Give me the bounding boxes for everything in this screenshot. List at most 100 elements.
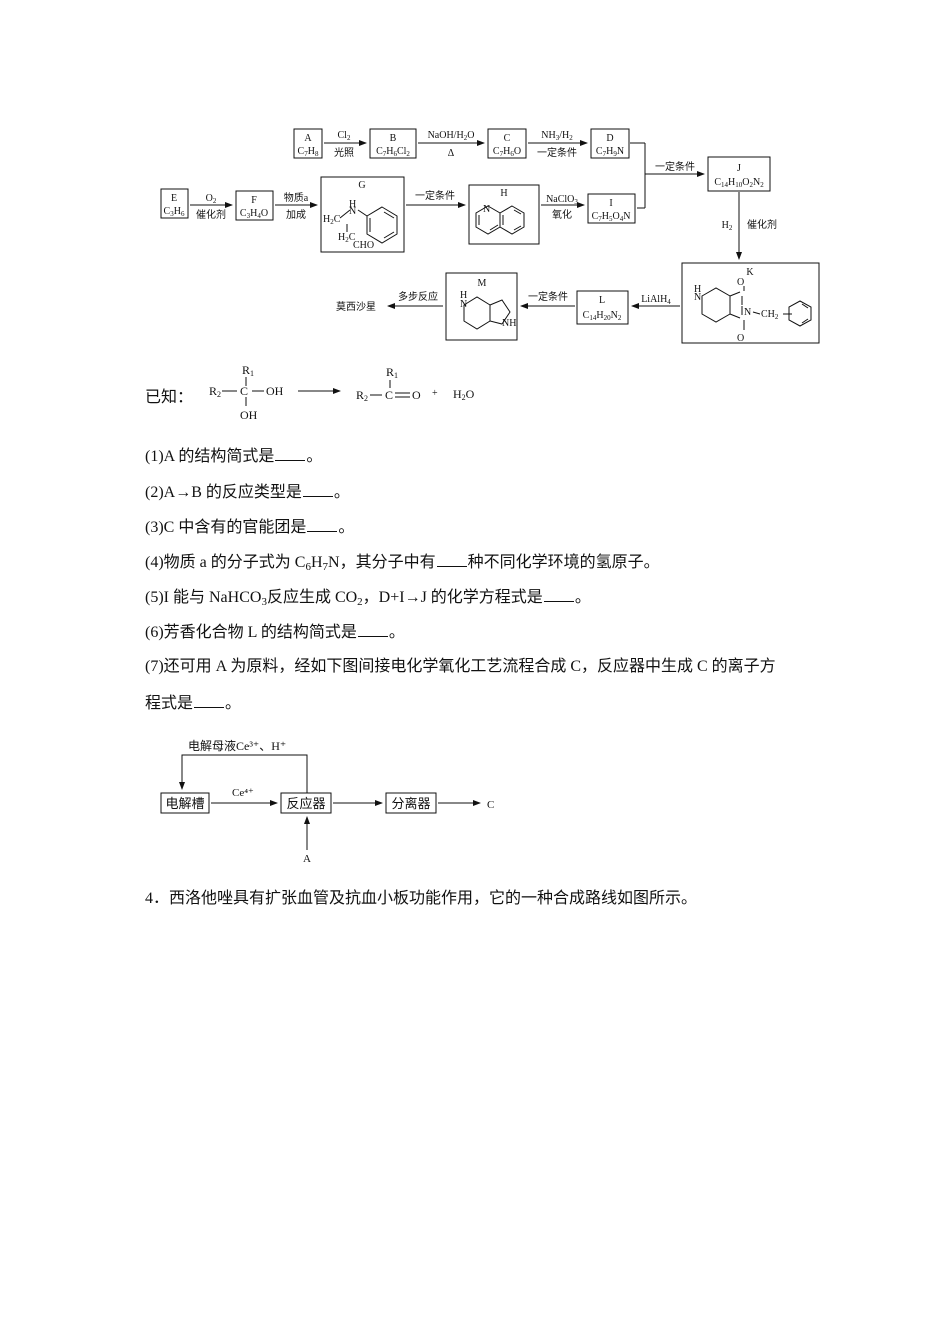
answer-blank-7[interactable] <box>194 693 225 708</box>
formula-F: C3H4O <box>240 208 268 220</box>
formula-E: C3H6 <box>164 206 185 218</box>
label-ce4: Ce⁴⁺ <box>232 787 254 799</box>
label-D: D <box>606 133 613 144</box>
question-3: (3)C 中含有的官能团是 。 <box>145 517 354 538</box>
question-6: (6)芳香化合物 L 的结构简式是。 <box>145 622 405 643</box>
question-6-text: (6)芳香化合物 L 的结构简式是 <box>145 624 357 641</box>
svg-text:R1: R1 <box>386 365 398 380</box>
label-reactor: 反应器 <box>286 796 325 811</box>
label-input-A: A <box>303 853 311 865</box>
answer-blank-2[interactable] <box>302 482 333 497</box>
svg-text:O: O <box>737 277 744 288</box>
box-E <box>160 188 189 219</box>
structure-G <box>339 206 398 244</box>
svg-text:NH: NH <box>502 318 516 329</box>
structure-K-labels: H N O N CH2 O <box>694 277 779 344</box>
question-5-text-b: 反应生成 CO <box>266 589 358 606</box>
svg-text:OH: OH <box>266 384 284 398</box>
formula-I: C7H5O4N <box>592 211 631 223</box>
final-product: 莫西沙星 <box>336 301 376 313</box>
svg-text:+: + <box>432 388 438 399</box>
reagent-jk-left: H2 <box>722 220 733 232</box>
question-7-text-a: (7)还可用 A 为原料，经如下图间接电化学氧化工艺流程合成 C，反应器中生成 … <box>145 658 776 675</box>
svg-text:H: H <box>694 284 701 295</box>
reagent-fg-bottom: 加成 <box>286 209 306 221</box>
box-J <box>707 156 771 192</box>
box-reactor <box>280 792 332 814</box>
reagent-ef-bottom: 催化剂 <box>196 208 226 221</box>
box-G <box>320 176 405 253</box>
reagent-fg-top: 物质a <box>284 191 309 204</box>
electrochemical-flow: 电解槽 反应器 分离器 C A 电解母液Ce³⁺、H⁺ Ce⁴⁺ <box>160 738 494 865</box>
svg-text:C: C <box>240 384 248 398</box>
question-2-text: (2)A→B 的反应类型是 <box>145 484 302 501</box>
svg-text:C: C <box>385 388 393 402</box>
period: 。 <box>333 484 350 501</box>
period: 。 <box>306 448 323 465</box>
label-L: L <box>599 295 605 306</box>
label-electrolytic-cell: 电解槽 <box>165 796 204 811</box>
structure-H-N: N <box>483 204 490 215</box>
structure-H <box>475 205 525 235</box>
svg-text:N: N <box>694 292 701 303</box>
svg-text:H2C: H2C <box>338 232 356 244</box>
question-5-text-c: ，D+I→J 的化学方程式是 <box>362 589 543 606</box>
question-5: (5)I 能与 NaHCO3反应生成 CO2，D+I→J 的化学方程式是。 <box>145 587 591 608</box>
question-3-text: (3)C 中含有的官能团是 <box>145 519 307 536</box>
reagent-m-final: 多步反应 <box>398 290 438 303</box>
svg-text:O: O <box>412 388 421 402</box>
question-7-line-1: (7)还可用 A 为原料，经如下图间接电化学氧化工艺流程合成 C，反应器中生成 … <box>145 657 776 677</box>
svg-text:N: N <box>460 299 467 310</box>
svg-text:O: O <box>737 333 744 344</box>
svg-text:H2O: H2O <box>453 387 475 402</box>
reagent-ab-top: Cl2 <box>338 130 351 142</box>
reagent-lm: 一定条件 <box>528 290 568 303</box>
answer-blank-1[interactable] <box>275 446 306 461</box>
box-separator <box>385 792 437 814</box>
label-G: G <box>358 180 365 191</box>
question-4-text-b: ，其分子中有 <box>339 554 436 571</box>
reagent-kl: LiAlH4 <box>641 294 671 306</box>
formula-A: C7H8 <box>298 146 319 158</box>
label-M: M <box>478 278 487 289</box>
label-C: C <box>504 133 511 144</box>
svg-text:R1: R1 <box>242 363 254 378</box>
svg-text:OH: OH <box>240 408 258 422</box>
label-F: F <box>251 195 257 206</box>
formula-J: C14H10O2N2 <box>714 177 764 189</box>
svg-text:CH2: CH2 <box>761 309 779 321</box>
answer-blank-5[interactable] <box>543 587 574 602</box>
label-I: I <box>609 198 612 209</box>
structure-M <box>463 296 511 330</box>
question-1-text: (1)A 的结构简式是 <box>145 448 275 465</box>
label-separator: 分离器 <box>391 796 430 811</box>
box-D <box>590 128 630 159</box>
period: 。 <box>338 519 355 536</box>
box-L <box>576 290 629 325</box>
reagent-bc-top: NaOH/H2O <box>428 130 475 142</box>
answer-blank-6[interactable] <box>357 622 388 637</box>
answer-blank-4[interactable] <box>436 552 467 567</box>
reagent-cd-top: NH3/H2 <box>541 130 573 142</box>
reagent-ef-top: O2 <box>206 193 217 205</box>
label-A: A <box>304 133 312 144</box>
label-recycle: 电解母液Ce³⁺、H⁺ <box>188 738 286 753</box>
label-J: J <box>737 163 741 174</box>
label-K: K <box>746 267 754 278</box>
label-E: E <box>171 193 177 204</box>
synthesis-scheme: A C7H8 B C7H6Cl2 C C7H6O D C7H9N E C3H6 … <box>145 128 820 422</box>
answer-blank-3[interactable] <box>307 517 338 532</box>
svg-text:N: N <box>744 307 751 318</box>
formula-D: C7H9N <box>596 146 624 158</box>
structure-M-labels: H N NH <box>460 290 516 329</box>
reagent-gh-top: 一定条件 <box>415 189 455 202</box>
label-H: H <box>500 188 507 199</box>
reagent-jk-right: 催化剂 <box>747 218 777 231</box>
box-H <box>468 184 540 245</box>
reagent-ab-bottom: 光照 <box>334 146 354 159</box>
formula-B: C7H6Cl2 <box>376 146 410 158</box>
box-C <box>487 128 527 159</box>
next-question: 4．西洛他唑具有扩张血管及抗血小板功能作用，它的一种合成路线如图所示。 <box>145 890 698 907</box>
label-B: B <box>390 133 397 144</box>
